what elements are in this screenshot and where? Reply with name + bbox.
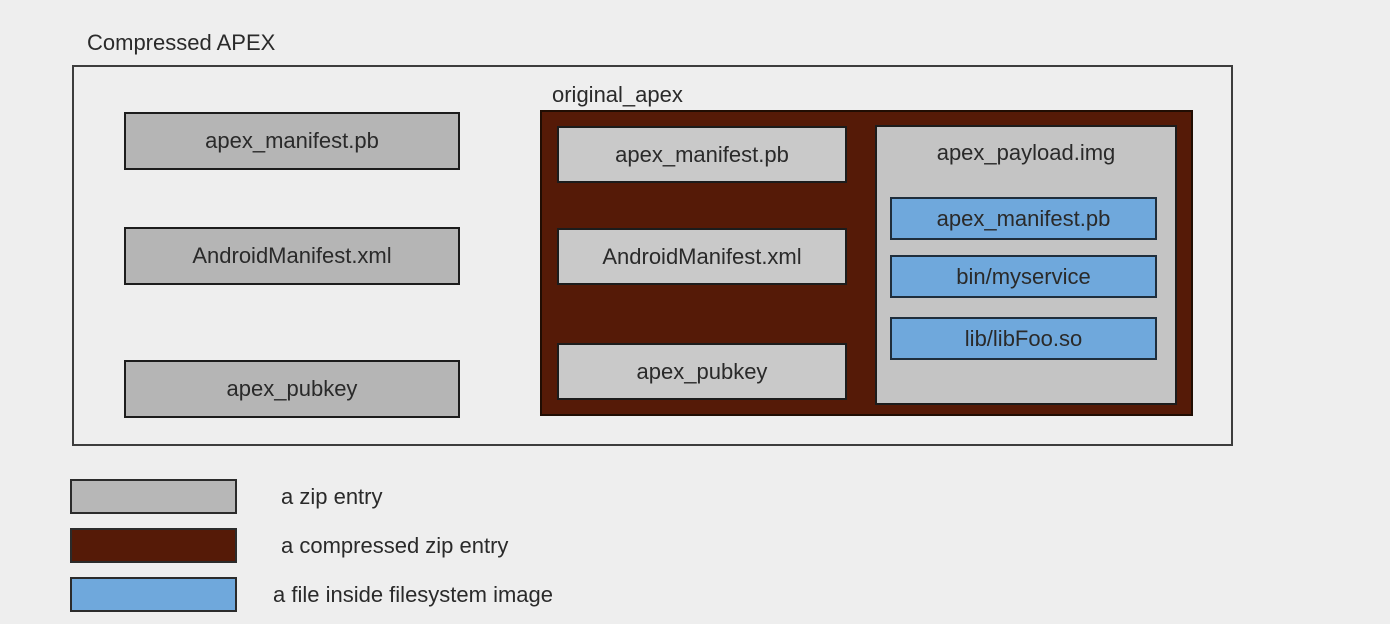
inner-zip-entry-apex-pubkey: apex_pubkey: [557, 343, 847, 400]
legend-item-filesystem-file: a file inside filesystem image: [70, 577, 553, 612]
legend-label-compressed-zip-entry: a compressed zip entry: [281, 532, 509, 558]
apex-payload-image-box: apex_payload.img apex_manifest.pb bin/my…: [875, 125, 1177, 405]
zip-entry-android-manifest: AndroidManifest.xml: [124, 227, 460, 285]
compressed-apex-container: apex_manifest.pb AndroidManifest.xml ape…: [72, 65, 1233, 446]
original-apex-compressed-entry: apex_manifest.pb AndroidManifest.xml ape…: [540, 110, 1193, 416]
fs-file-lib-libfoo: lib/libFoo.so: [890, 317, 1157, 360]
legend-swatch-filesystem-file: [70, 577, 237, 612]
legend-item-zip-entry: a zip entry: [70, 479, 383, 514]
inner-zip-entry-android-manifest: AndroidManifest.xml: [557, 228, 847, 285]
fs-file-apex-manifest: apex_manifest.pb: [890, 197, 1157, 240]
zip-entry-apex-pubkey: apex_pubkey: [124, 360, 460, 418]
inner-zip-entry-apex-manifest: apex_manifest.pb: [557, 126, 847, 183]
original-apex-label: original_apex: [552, 82, 683, 107]
fs-file-bin-myservice: bin/myservice: [890, 255, 1157, 298]
diagram-title: Compressed APEX: [87, 30, 276, 55]
legend-swatch-zip-entry: [70, 479, 237, 514]
apex-payload-image-title: apex_payload.img: [936, 140, 1116, 165]
legend-swatch-compressed-zip-entry: [70, 528, 237, 563]
legend-label-filesystem-file: a file inside filesystem image: [273, 581, 554, 607]
zip-entry-apex-manifest: apex_manifest.pb: [124, 112, 460, 170]
legend-label-zip-entry: a zip entry: [281, 483, 383, 509]
legend-item-compressed-zip-entry: a compressed zip entry: [70, 528, 508, 563]
